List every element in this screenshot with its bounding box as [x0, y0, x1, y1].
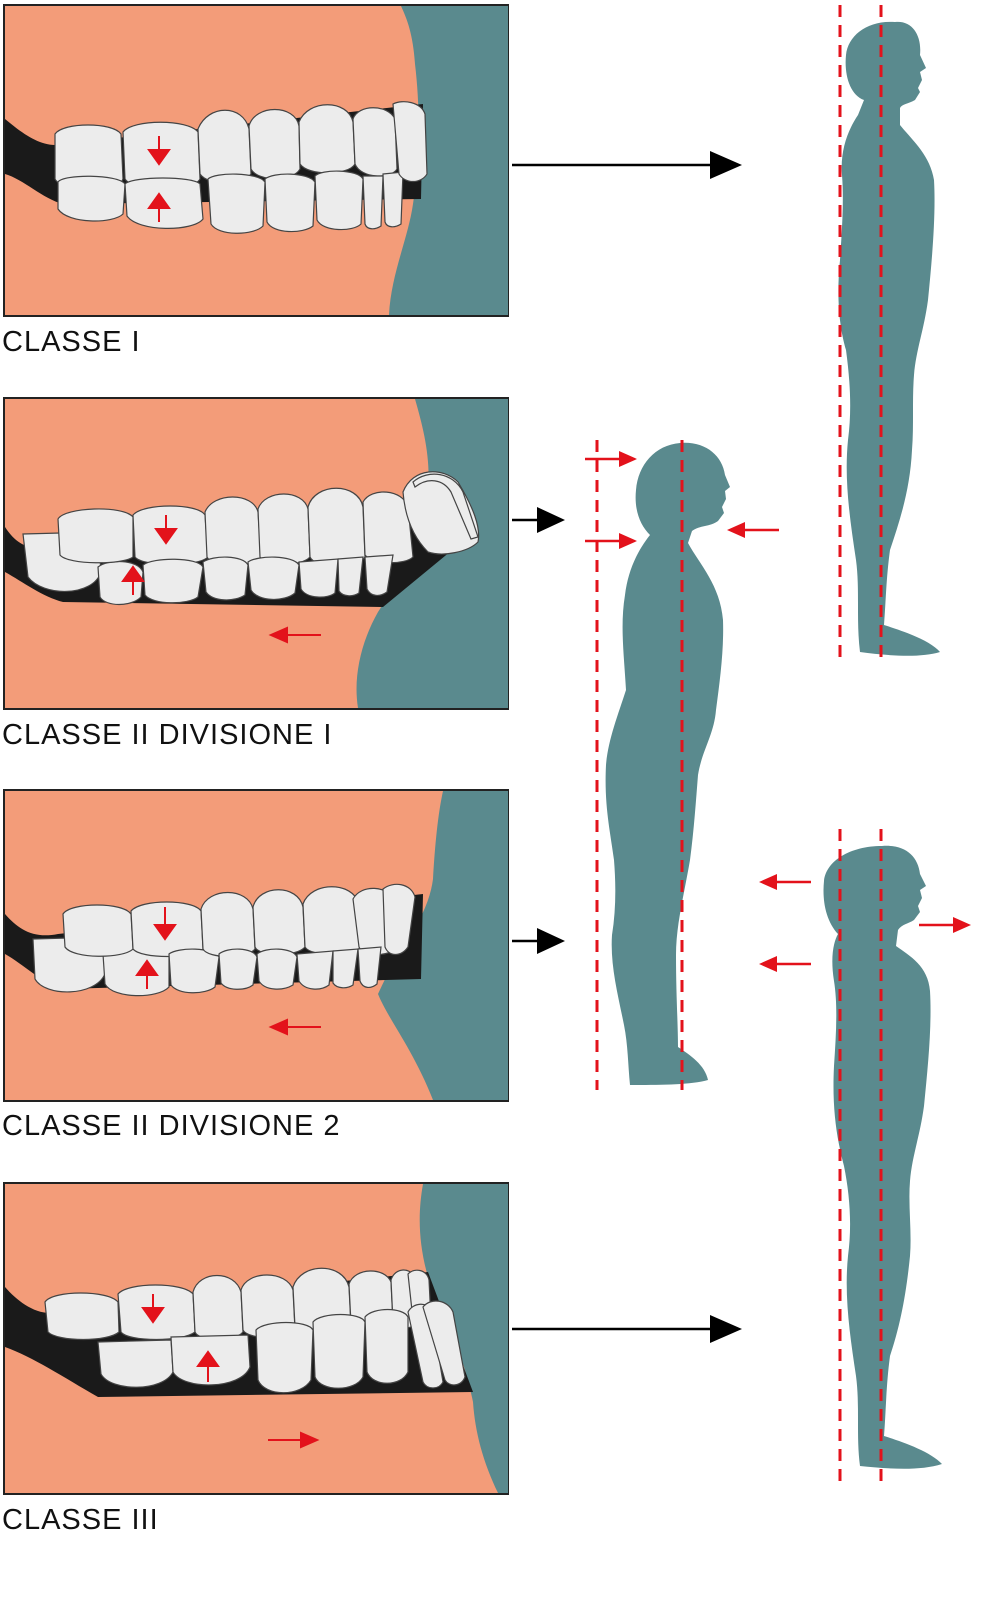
standing-person-upright-icon — [838, 5, 940, 658]
arrow-classe-3-to-backward — [512, 1315, 742, 1343]
caption-classe-2-div-1: CLASSE II DIVISIONE I — [2, 719, 333, 751]
head-forward-arrow — [585, 451, 637, 467]
panel-classe-2-div-2 — [3, 789, 509, 1102]
arrow-classe-2-div-1-to-forward — [512, 507, 565, 533]
chin-backward-arrow — [727, 522, 779, 538]
neck-backward-arrow — [759, 956, 811, 972]
standing-person-backward-lean-icon — [823, 829, 942, 1486]
dental-occlusion-illustration — [3, 1182, 509, 1495]
neck-forward-arrow — [585, 533, 637, 549]
caption-classe-2-div-2: CLASSE II DIVISIONE 2 — [2, 1110, 341, 1142]
caption-classe-3: CLASSE III — [2, 1504, 159, 1536]
dental-occlusion-illustration — [3, 4, 509, 317]
panel-classe-1 — [3, 4, 509, 317]
panel-classe-3 — [3, 1182, 509, 1495]
arrow-classe-1-to-neutral — [512, 151, 742, 179]
chin-forward-arrow — [919, 917, 971, 933]
caption-classe-1: CLASSE I — [2, 326, 141, 358]
dental-occlusion-illustration — [3, 397, 509, 710]
head-backward-arrow — [759, 874, 811, 890]
panel-classe-2-div-1 — [3, 397, 509, 710]
dental-occlusion-illustration — [3, 789, 509, 1102]
arrow-classe-2-div-2-to-forward — [512, 928, 565, 954]
standing-person-forward-head-icon — [595, 440, 730, 1090]
